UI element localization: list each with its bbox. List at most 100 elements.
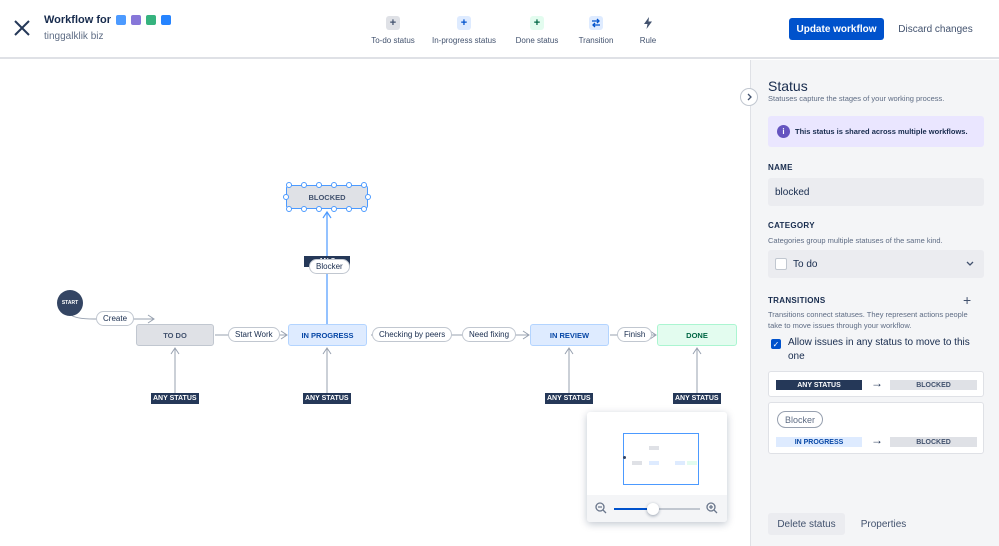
tool-label: In-progress status bbox=[431, 36, 497, 45]
zoom-slider[interactable] bbox=[614, 503, 700, 515]
resize-handle[interactable] bbox=[301, 206, 307, 212]
resize-handle[interactable] bbox=[346, 206, 352, 212]
status-node-in-progress[interactable]: IN PROGRESS bbox=[288, 324, 367, 346]
to-status-tag: BLOCKED bbox=[890, 437, 977, 447]
name-label: NAME bbox=[768, 163, 793, 172]
resize-handle[interactable] bbox=[361, 206, 367, 212]
status-details-panel: Status Statuses capture the stages of yo… bbox=[750, 60, 999, 546]
allow-any-status-label: Allow issues in any status to move to th… bbox=[788, 337, 970, 362]
chevron-right-icon bbox=[747, 93, 752, 101]
resize-handle[interactable] bbox=[331, 206, 337, 212]
update-workflow-button[interactable]: Update workflow bbox=[789, 18, 884, 40]
shared-status-banner: i This status is shared across multiple … bbox=[768, 116, 984, 147]
tool-label: Transition bbox=[578, 36, 614, 45]
checkbox-icon bbox=[161, 15, 172, 25]
minimap-node bbox=[623, 456, 626, 459]
resize-handle[interactable] bbox=[346, 182, 352, 188]
transition-card-blocker[interactable]: Blocker IN PROGRESS → BLOCKED bbox=[768, 402, 984, 454]
resize-handle[interactable] bbox=[316, 182, 322, 188]
any-status-tag[interactable]: ANY STATUS bbox=[545, 393, 593, 404]
plus-icon: + bbox=[457, 16, 471, 30]
minimap-node bbox=[687, 461, 697, 465]
status-node-in-review[interactable]: IN REVIEW bbox=[530, 324, 609, 346]
status-node-todo[interactable]: TO DO bbox=[136, 324, 214, 346]
add-todo-status-button[interactable]: + To-do status bbox=[362, 14, 424, 45]
from-status-tag: IN PROGRESS bbox=[776, 437, 862, 447]
any-status-tag[interactable]: ANY STATUS bbox=[151, 393, 199, 404]
transition-need-fixing[interactable]: Need fixing bbox=[462, 327, 517, 342]
banner-text: This status is shared across multiple wo… bbox=[795, 127, 968, 136]
resize-handle[interactable] bbox=[316, 206, 322, 212]
resize-handle[interactable] bbox=[286, 182, 292, 188]
collapse-panel-button[interactable] bbox=[740, 88, 758, 106]
add-in-progress-status-button[interactable]: + In-progress status bbox=[424, 14, 504, 45]
category-label: CATEGORY bbox=[768, 221, 815, 230]
bookmark-icon bbox=[146, 15, 157, 25]
transitions-label: TRANSITIONS bbox=[768, 296, 826, 305]
add-done-status-button[interactable]: + Done status bbox=[504, 14, 570, 45]
zoom-out-icon[interactable] bbox=[595, 502, 607, 514]
from-status-tag: ANY STATUS bbox=[776, 380, 862, 390]
transition-icon bbox=[589, 16, 603, 30]
arrow-right-icon: → bbox=[871, 433, 883, 447]
transition-start-work[interactable]: Start Work bbox=[228, 327, 280, 342]
add-transition-plus-icon[interactable]: + bbox=[963, 292, 972, 308]
any-status-tag[interactable]: ANY STATUS bbox=[303, 393, 351, 404]
delete-status-button[interactable]: Delete status bbox=[768, 513, 845, 535]
lightning-icon bbox=[641, 16, 655, 30]
resize-handle[interactable] bbox=[331, 182, 337, 188]
properties-button[interactable]: Properties bbox=[860, 518, 907, 530]
category-value: To do bbox=[793, 258, 818, 270]
status-node-done[interactable]: DONE bbox=[657, 324, 737, 346]
tool-label: Rule bbox=[639, 36, 657, 45]
tool-label: To-do status bbox=[371, 36, 415, 45]
panel-subtitle: Statuses capture the stages of your work… bbox=[768, 94, 945, 103]
close-icon[interactable] bbox=[10, 16, 34, 40]
start-node[interactable]: START bbox=[57, 290, 83, 316]
discard-changes-button[interactable]: Discard changes bbox=[898, 23, 973, 35]
transition-create[interactable]: Create bbox=[96, 311, 135, 326]
transition-finish[interactable]: Finish bbox=[617, 327, 653, 342]
status-name-field[interactable]: blocked bbox=[768, 178, 984, 206]
transition-card-any-status[interactable]: ANY STATUS → BLOCKED bbox=[768, 371, 984, 397]
minimap-node bbox=[675, 461, 685, 465]
minimap-node bbox=[649, 446, 659, 450]
toolbar: + To-do status + In-progress status + Do… bbox=[362, 14, 674, 45]
any-status-tag[interactable]: ANY STATUS bbox=[673, 393, 721, 404]
resize-handle[interactable] bbox=[301, 182, 307, 188]
chevron-down-icon bbox=[966, 261, 974, 266]
resize-handle[interactable] bbox=[361, 182, 367, 188]
arrow-right-icon: → bbox=[871, 376, 883, 390]
resize-handle[interactable] bbox=[286, 206, 292, 212]
zoom-in-icon[interactable] bbox=[706, 502, 718, 514]
workflow-title: Workflow for bbox=[44, 14, 172, 26]
status-node-blocked[interactable]: BLOCKED bbox=[286, 185, 368, 209]
zoom-slider-handle[interactable] bbox=[646, 503, 659, 515]
transitions-description: Transitions connect statuses. They repre… bbox=[768, 310, 968, 330]
resize-handle[interactable] bbox=[283, 194, 289, 200]
transition-name-pill: Blocker bbox=[777, 411, 824, 428]
category-select[interactable]: To do bbox=[768, 250, 984, 278]
workflow-header: Workflow for tinggalklik biz + To-do sta… bbox=[0, 0, 999, 59]
resize-handle[interactable] bbox=[365, 194, 371, 200]
to-status-tag: BLOCKED bbox=[890, 380, 977, 390]
category-color-swatch bbox=[775, 258, 787, 270]
transition-blocker[interactable]: Blocker bbox=[309, 259, 350, 274]
minimap-node bbox=[632, 461, 642, 465]
category-description: Categories group multiple statuses of th… bbox=[768, 236, 943, 245]
add-rule-button[interactable]: Rule bbox=[622, 14, 674, 45]
transition-checking-by-peers[interactable]: Checking by peers bbox=[372, 327, 453, 342]
info-icon: i bbox=[777, 125, 790, 138]
zoom-controls bbox=[587, 495, 727, 522]
tool-label: Done status bbox=[515, 36, 559, 45]
minimap-viewport[interactable] bbox=[623, 433, 699, 485]
allow-any-status-checkbox[interactable]: ✓ bbox=[771, 339, 781, 349]
panel-title: Status bbox=[768, 78, 808, 94]
workflow-title-text: Workflow for bbox=[44, 14, 112, 26]
minimap[interactable] bbox=[587, 412, 727, 522]
project-name: tinggalklik biz bbox=[44, 31, 104, 42]
lightbulb-icon bbox=[131, 15, 142, 25]
plus-icon: + bbox=[386, 16, 400, 30]
workflow-canvas[interactable]: START BLOCKED AN S Blocker Create TO DO … bbox=[44, 60, 750, 546]
add-transition-button[interactable]: Transition bbox=[570, 14, 622, 45]
